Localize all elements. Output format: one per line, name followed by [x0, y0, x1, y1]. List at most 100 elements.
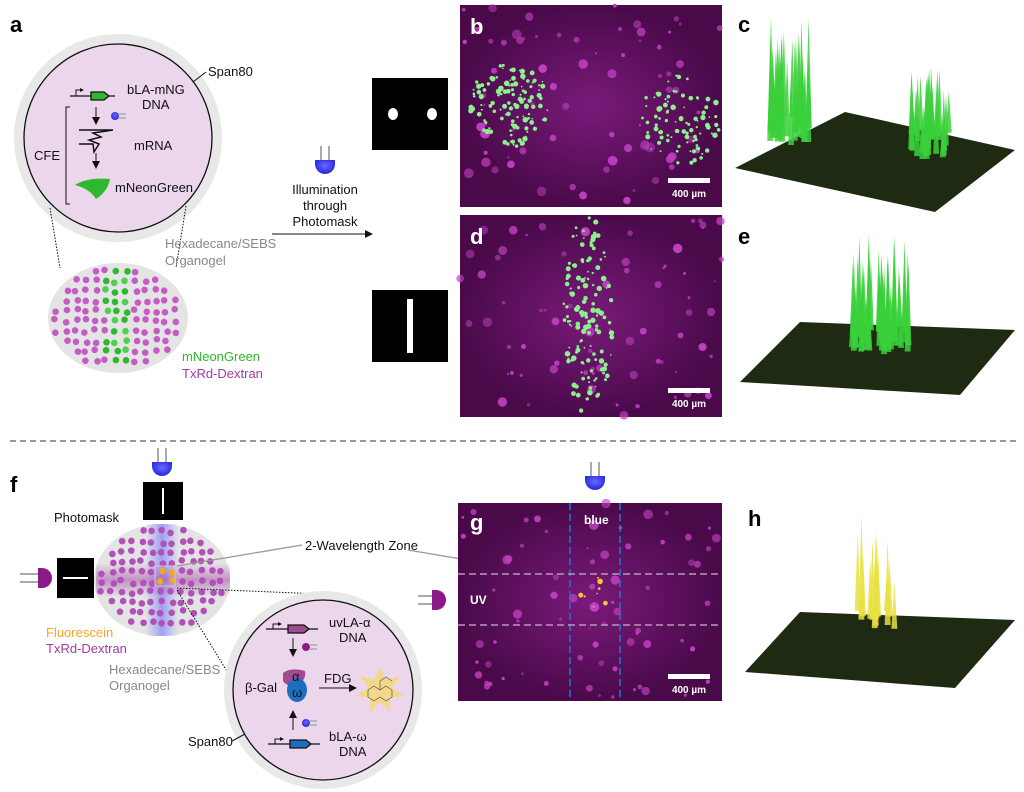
fluorescent-droplet: [581, 328, 587, 334]
tracer-droplet: [626, 637, 635, 646]
mrna-icon: [79, 129, 114, 155]
droplet: [141, 349, 149, 356]
fluorescent-droplet: [569, 291, 573, 296]
surface-peak: [852, 286, 859, 331]
tracer-droplet: [492, 588, 496, 592]
tracer-droplet: [608, 328, 612, 331]
droplet: [74, 305, 82, 313]
fluorescent-droplet: [520, 85, 523, 88]
droplet: [130, 306, 138, 313]
tracer-droplet: [625, 543, 632, 550]
uv-dna-label-1: uvLA-α: [329, 615, 371, 630]
fluorescent-droplet: [596, 392, 601, 397]
fluorescent-droplet: [575, 321, 581, 327]
fluorescent-droplet: [602, 315, 607, 320]
tracer-droplet: [705, 545, 712, 552]
fluorescent-droplet: [607, 320, 612, 325]
tracer-droplet: [673, 395, 677, 399]
fluorescent-droplet: [498, 85, 504, 92]
fluorescent-droplet: [475, 80, 479, 84]
illumination-label-3: Photomask: [292, 214, 358, 229]
fluorescent-droplet: [514, 103, 520, 110]
fluorescent-droplet: [691, 149, 697, 154]
tracer-droplet: [474, 671, 483, 679]
droplet: [109, 569, 117, 576]
fluorescent-droplet: [500, 92, 503, 96]
tracer-droplet: [696, 110, 701, 115]
droplet: [142, 339, 150, 346]
droplet: [133, 316, 140, 323]
fluorescent-droplet: [476, 83, 482, 89]
droplet: [144, 298, 151, 306]
fluorescent-droplet: [714, 115, 718, 119]
tracer-droplet: [654, 281, 662, 289]
fluorescent-droplet: [513, 81, 519, 87]
tracer-droplet: [664, 510, 669, 516]
zoom-line: [49, 207, 61, 269]
fluorescent-droplet: [582, 283, 589, 289]
tracer-droplet: [549, 134, 557, 142]
fluorescent-droplet: [586, 277, 590, 281]
tracer-droplet: [533, 515, 541, 523]
tracer-droplet: [598, 694, 601, 697]
tracer-droplet: [645, 585, 650, 590]
fluorescent-droplet: [519, 93, 522, 96]
fluorescent-droplet: [591, 271, 594, 275]
fluorescent-droplet: [508, 106, 514, 111]
tracer-droplet: [523, 517, 529, 523]
tracer-droplet: [662, 266, 665, 270]
fluorescent-droplet: [595, 314, 599, 317]
fluorescent-droplet: [594, 292, 598, 297]
droplet: [169, 599, 177, 607]
tracer-droplet: [683, 693, 687, 697]
droplet: [133, 288, 141, 295]
tracer-droplet: [475, 660, 479, 664]
tracer-droplet: [612, 666, 618, 672]
tracer-droplet: [461, 516, 465, 519]
scale-bar-d: [668, 388, 710, 393]
droplet: [141, 329, 148, 336]
droplet: [164, 346, 171, 354]
droplet: [147, 539, 155, 546]
fluorescent-droplet: [645, 104, 648, 108]
fluorescent-droplet: [692, 157, 697, 163]
fluorescent-droplet: [540, 83, 546, 89]
tracer-droplet: [716, 25, 723, 32]
droplet: [168, 609, 176, 617]
fluorescent-droplet: [603, 378, 608, 382]
fluorescent-droplet: [716, 128, 721, 132]
fluorescent-droplet: [704, 105, 709, 110]
droplet: [110, 328, 118, 335]
tracer-droplet: [470, 508, 477, 516]
fluorescent-droplet: [575, 392, 581, 398]
fluorescent-droplet: [599, 349, 604, 354]
fluorescent-droplet: [516, 115, 519, 119]
protein-icon-mneongreen: [75, 178, 110, 199]
droplet: [152, 317, 160, 324]
legend-txrd-dextran-f: TxRd-Dextran: [46, 641, 127, 656]
fluorescent-droplet: [478, 93, 485, 100]
droplet: [129, 598, 136, 606]
droplet: [122, 327, 129, 335]
droplet: [141, 286, 148, 294]
droplet: [82, 297, 90, 305]
droplet: [111, 316, 119, 324]
fluorescent-droplet: [689, 160, 694, 165]
tracer-droplet: [589, 583, 596, 590]
fluorescent-droplet: [584, 277, 586, 279]
fluorescent-droplet: [594, 377, 598, 380]
tracer-droplet: [536, 186, 547, 197]
fluorescent-droplet: [576, 345, 580, 348]
fluorescent-droplet: [576, 306, 579, 309]
droplet: [108, 597, 116, 605]
tracer-droplet: [615, 403, 619, 407]
tracer-droplet: [538, 64, 548, 73]
organogel-label-a-1: Hexadecane/SEBS: [165, 236, 277, 251]
surface-peak: [799, 73, 806, 139]
droplet: [152, 286, 160, 293]
droplet: [150, 618, 157, 625]
alpha-label: α: [292, 669, 300, 684]
droplet: [207, 548, 214, 555]
fluorescent-droplet: [529, 70, 535, 76]
